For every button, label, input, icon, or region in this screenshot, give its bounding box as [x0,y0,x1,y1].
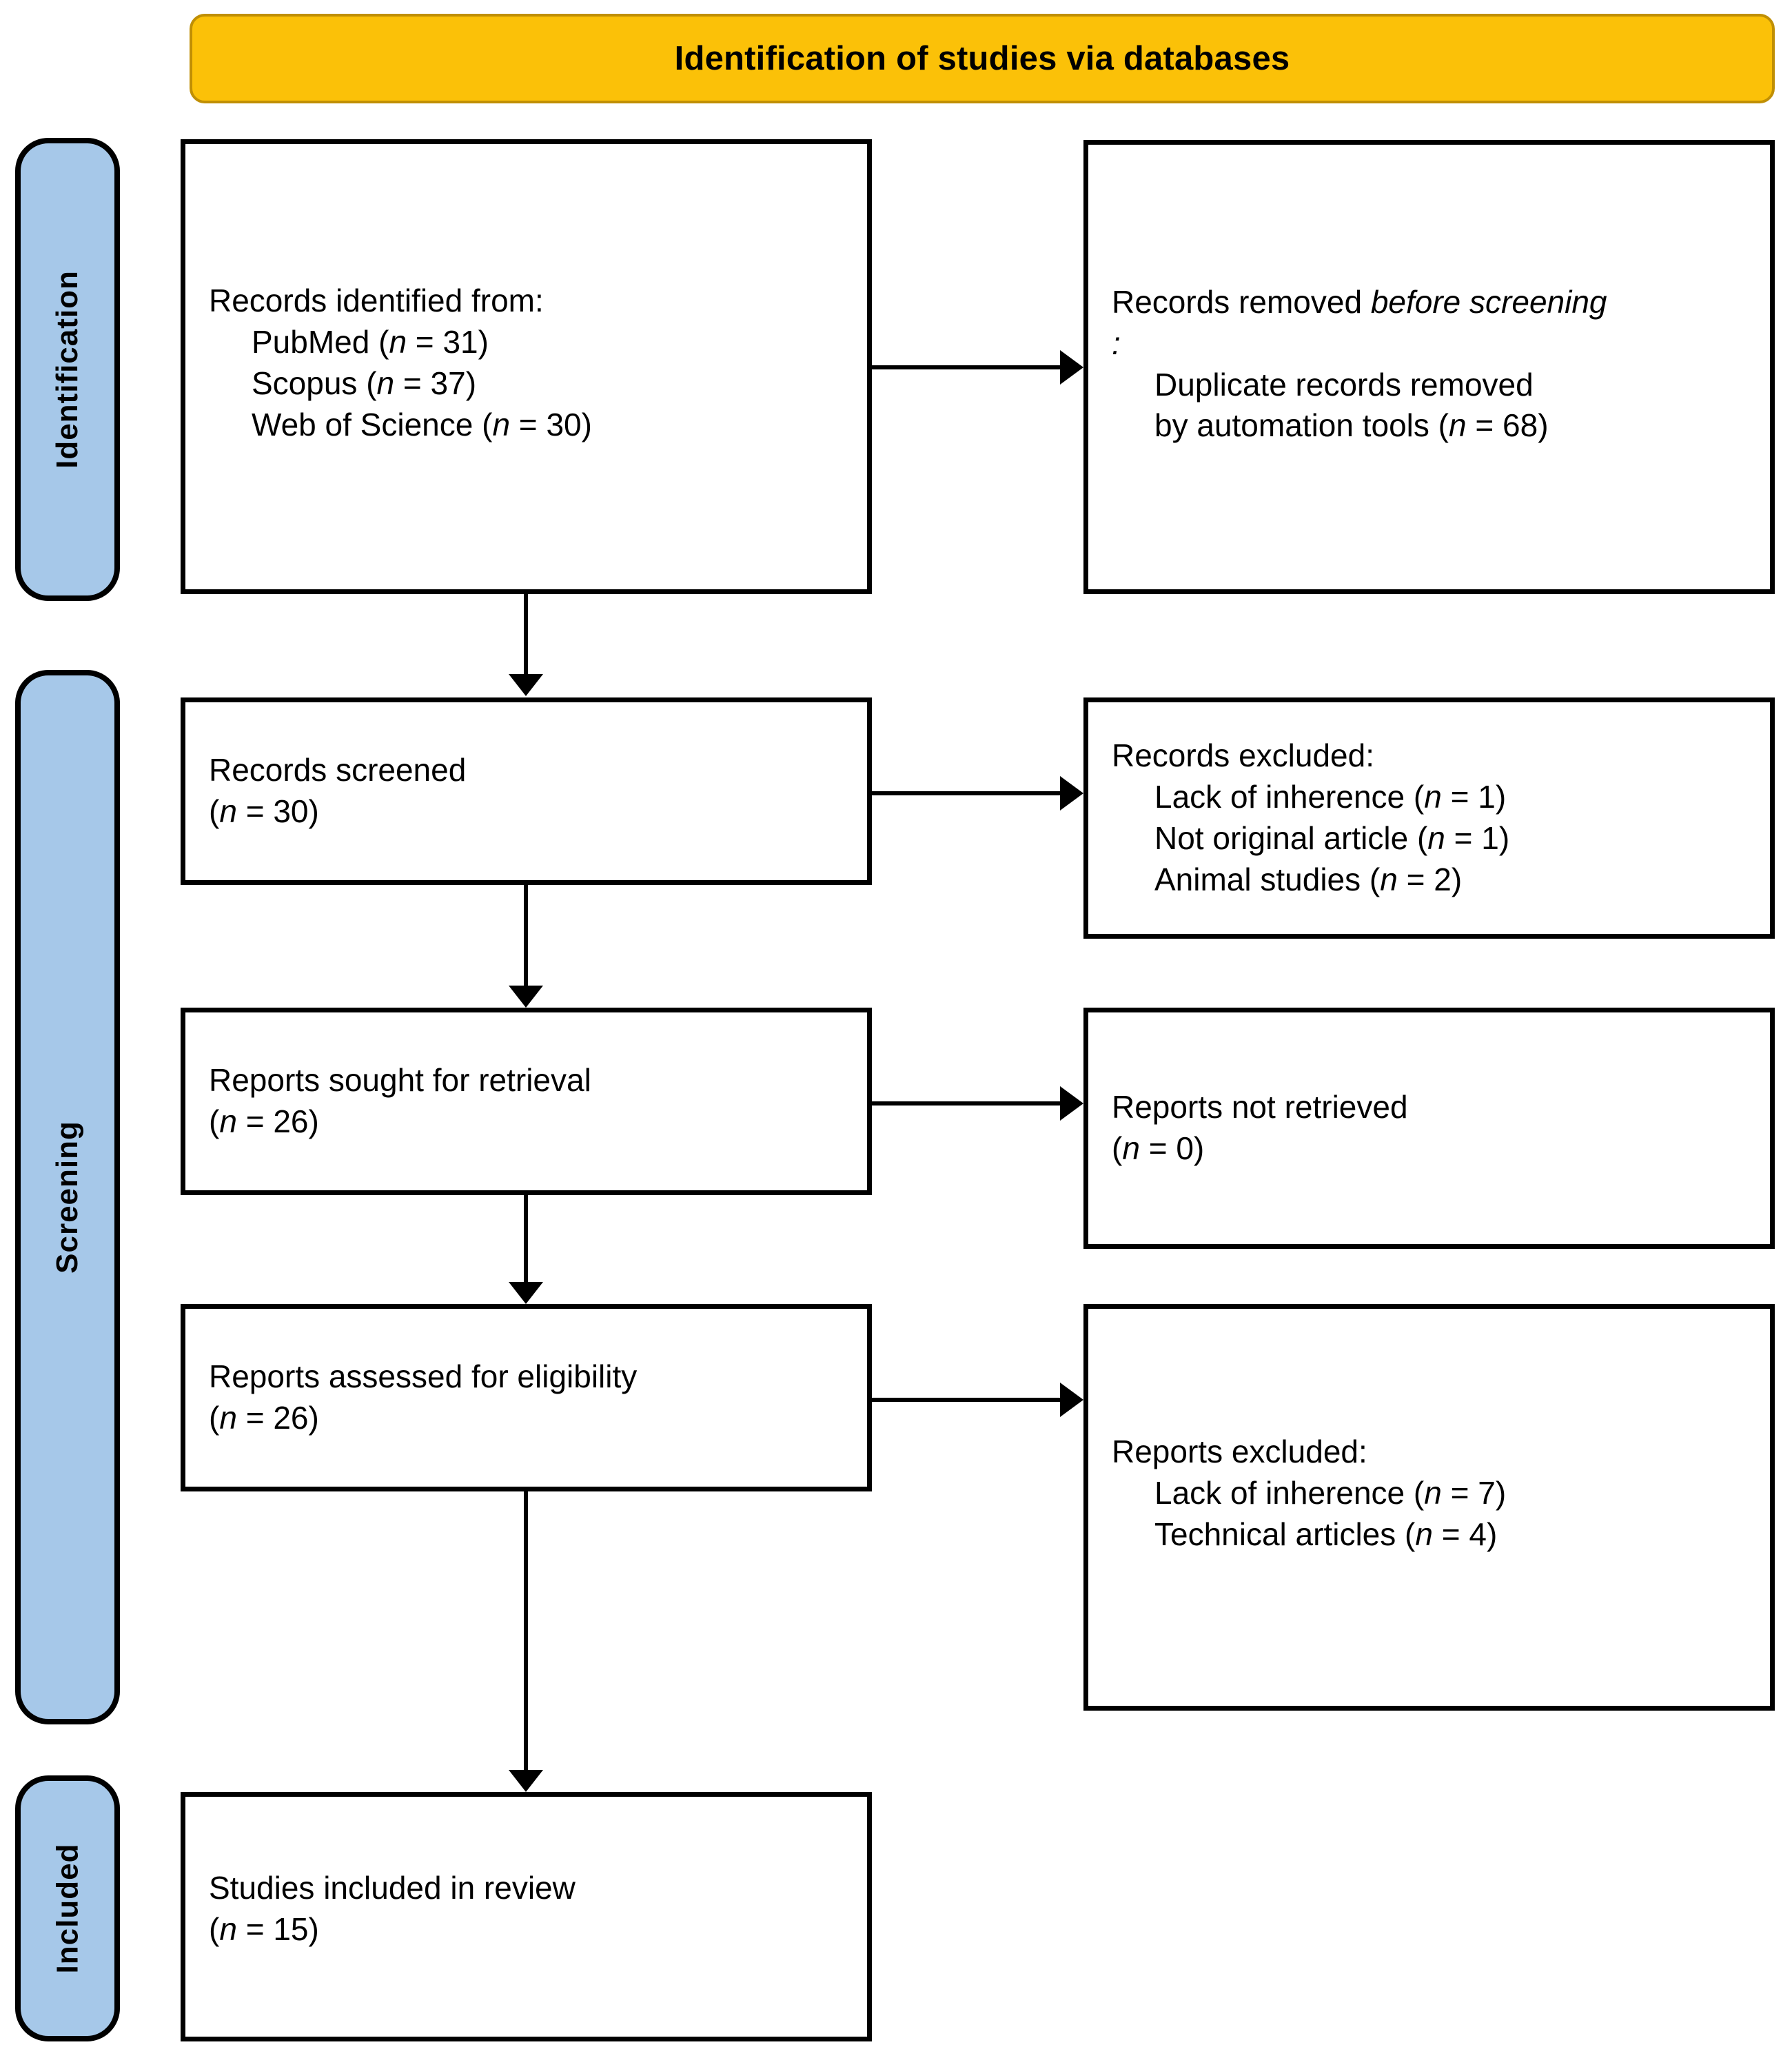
item-label: Web of Science ( [252,406,493,442]
italic-n: n [219,793,237,829]
stage-label-identification-text: Identification [50,270,84,469]
box-records-identified: Records identified from: PubMed (n = 31)… [181,139,872,594]
arrow-down-sought-to-assessed [524,1195,528,1283]
list-item: Lack of inherence (n = 7) [1112,1473,1747,1514]
list-item: Technical articles (n = 4) [1112,1514,1747,1556]
list-item: Duplicate records removed [1154,366,1534,403]
item-label: Technical articles ( [1154,1516,1416,1552]
arrow-right-screened-to-excluded [872,791,1061,795]
item-value: = 1) [1445,820,1510,856]
box-heading: Reports excluded: [1112,1434,1367,1470]
list-item: Lack of inherence (n = 1) [1112,777,1747,818]
italic-n: n [389,324,407,360]
box-reports-sought: Reports sought for retrieval (n = 26) [181,1008,872,1195]
stage-label-screening-text: Screening [50,1121,84,1274]
italic-n: n [1415,1516,1433,1552]
arrow-right-assessed-to-excluded [872,1398,1061,1402]
arrow-down-identified-to-screened [524,594,528,675]
count-value: = 15) [236,1911,319,1947]
banner-title: Identification of studies via databases [674,40,1290,77]
box-reports-excluded: Reports excluded: Lack of inherence (n =… [1083,1304,1775,1711]
box-records-excluded: Records excluded: Lack of inherence (n =… [1083,697,1775,939]
identification-banner: Identification of studies via databases [190,14,1775,103]
item-value: = 7) [1441,1475,1507,1511]
box-count: (n = 30) [209,791,844,833]
stage-label-included: Included [15,1775,120,2041]
heading-part-a: Records removed [1112,283,1371,320]
item-label: Not original article ( [1154,820,1428,856]
count-open: ( [209,1911,220,1947]
italic-n: n [492,406,511,442]
box-reports-assessed: Reports assessed for eligibility (n = 26… [181,1304,872,1491]
item-value: = 68) [1466,407,1549,444]
box-heading: Reports not retrieved [1112,1089,1408,1125]
arrow-down-assessed-to-included [524,1491,528,1771]
stage-label-identification: Identification [15,138,120,601]
list-item: by automation tools (n = 68) [1112,405,1747,447]
item-value: = 31) [407,324,489,360]
italic-n: n [1424,1475,1442,1511]
count-open: ( [209,1103,220,1139]
box-heading: Records excluded: [1112,737,1374,774]
count-open: ( [1112,1130,1123,1166]
box-count: (n = 0) [1112,1128,1747,1170]
italic-n: n [376,365,395,401]
item-label: PubMed ( [252,324,389,360]
item-label: Lack of inherence ( [1154,779,1425,815]
box-studies-included: Studies included in review (n = 15) [181,1792,872,2041]
box-records-removed: Records removed before screening : Dupli… [1083,140,1775,594]
italic-n: n [1449,407,1467,444]
item-value: = 37) [394,365,477,401]
arrow-down-screened-to-sought [524,885,528,987]
italic-n: n [219,1400,237,1436]
list-item: Animal studies (n = 2) [1112,859,1747,901]
italic-n: n [219,1103,237,1139]
count-value: = 26) [236,1400,319,1436]
item-value: = 2) [1397,861,1463,897]
italic-n: n [219,1911,237,1947]
item-label: Animal studies ( [1154,861,1381,897]
count-value: = 30) [236,793,319,829]
box-heading-cont: : [1112,323,1747,365]
item-value: = 4) [1432,1516,1498,1552]
box-heading: Records identified from: [209,283,544,319]
count-value: = 0) [1139,1130,1205,1166]
italic-n: n [1380,861,1398,897]
list-item: PubMed (n = 31) [209,322,844,363]
box-heading: Reports sought for retrieval [209,1062,591,1099]
box-heading: Records screened [209,752,467,788]
heading-part-b: : [1112,325,1121,361]
list-item: Web of Science (n = 30) [209,405,844,446]
arrow-right-identified-to-removed [872,365,1061,369]
count-open: ( [209,793,220,829]
item-label: by automation tools ( [1154,407,1449,444]
box-count: (n = 26) [209,1101,844,1143]
box-heading: Studies included in review [209,1870,576,1906]
box-heading: Records removed before screening [1112,282,1747,323]
item-label: Lack of inherence ( [1154,1475,1425,1511]
box-heading: Reports assessed for eligibility [209,1358,638,1395]
item-value: = 30) [510,406,592,442]
stage-label-included-text: Included [50,1843,84,1974]
italic-n: n [1122,1130,1140,1166]
italic-n: n [1427,820,1445,856]
item-value: = 1) [1441,779,1507,815]
list-item: Scopus (n = 37) [209,363,844,405]
stage-label-screening: Screening [15,670,120,1724]
italic-n: n [1424,779,1442,815]
count-open: ( [209,1400,220,1436]
box-records-screened: Records screened (n = 30) [181,697,872,885]
list-item: Not original article (n = 1) [1112,818,1747,859]
box-reports-not-retrieved: Reports not retrieved (n = 0) [1083,1008,1775,1249]
box-count: (n = 26) [209,1398,844,1439]
item-label: Scopus ( [252,365,377,401]
count-value: = 26) [236,1103,319,1139]
heading-emphasis: before screening [1370,283,1607,320]
arrow-right-sought-to-not-retrieved [872,1101,1061,1106]
box-count: (n = 15) [209,1909,844,1950]
